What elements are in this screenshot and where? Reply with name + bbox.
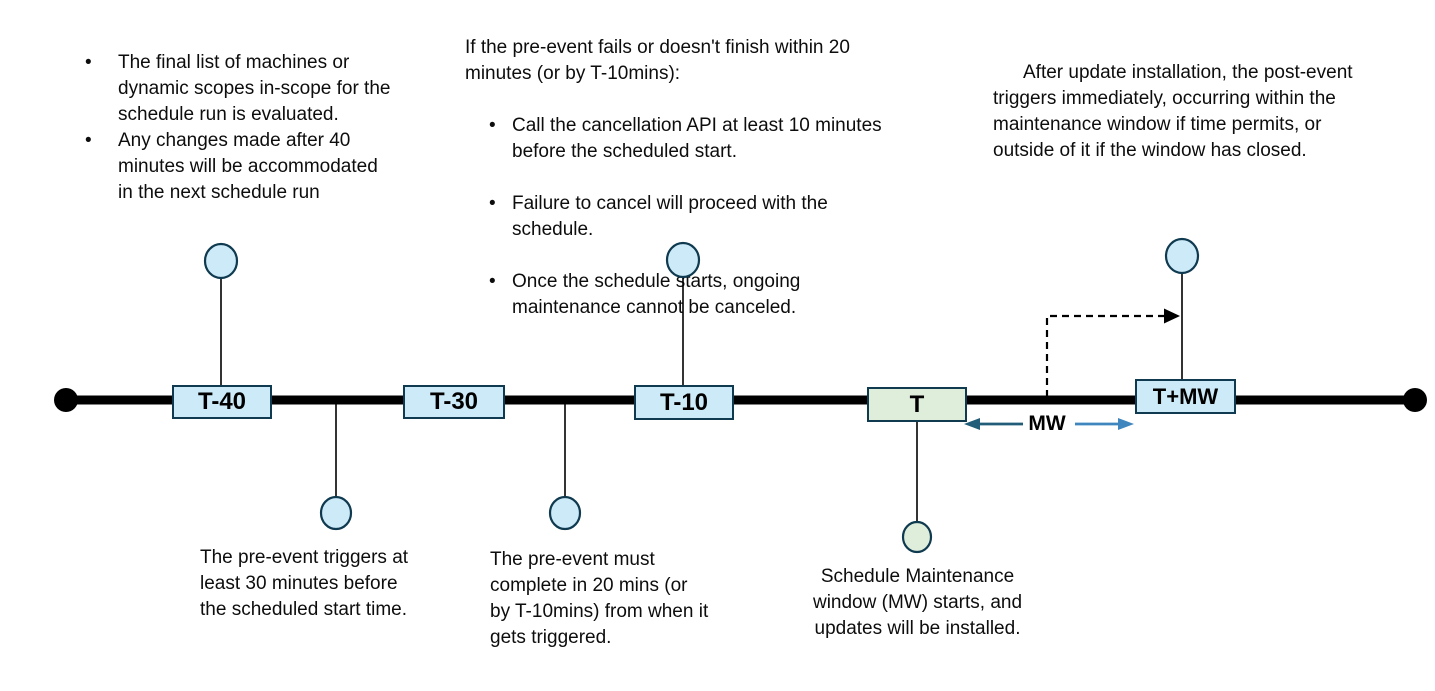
milestone-box-t: T xyxy=(867,387,967,422)
bullet-text: Once the schedule starts, ongoing mainte… xyxy=(512,271,801,318)
dashed-post-event-arrow xyxy=(1045,314,1166,397)
milestone-box-t10: T-10 xyxy=(634,385,734,420)
note-pre-event-trigger: The pre-event triggers at least 30 minut… xyxy=(200,547,409,620)
milestone-box-t30: T-30 xyxy=(403,385,505,419)
note-mw-start: Schedule Maintenance window (MW) starts,… xyxy=(812,566,1023,639)
bullet-marker: • xyxy=(489,271,496,292)
bullet-marker: • xyxy=(85,130,92,151)
bullet-item: • Call the cancellation API at least 10 … xyxy=(465,113,940,165)
bullet-text: Any changes made after 40 minutes will b… xyxy=(118,130,378,203)
event-circle-above-t10 xyxy=(665,241,701,279)
mw-label: MW xyxy=(1028,412,1066,435)
timeline-end-dot xyxy=(1403,388,1427,412)
bullet-text: Failure to cancel will proceed with the … xyxy=(512,193,828,240)
mw-arrow-left-head-icon xyxy=(964,418,980,430)
bullet-marker: • xyxy=(85,52,92,73)
dashed-arrowhead-icon xyxy=(1164,308,1180,324)
bullet-marker: • xyxy=(489,115,496,136)
event-circle-above-tmw xyxy=(1164,237,1200,275)
note-pre-event-complete: The pre-event must complete in 20 mins (… xyxy=(490,549,709,648)
bullet-item: • Failure to cancel will proceed with th… xyxy=(465,191,940,243)
note-pre-event-failure: If the pre-event fails or doesn't finish… xyxy=(465,9,940,347)
event-circle-preevent-trigger xyxy=(319,495,353,531)
note-pre-event-failure-intro: If the pre-event fails or doesn't finish… xyxy=(465,37,850,84)
note-post-event: After update installation, the post-even… xyxy=(993,62,1353,161)
timeline-start-dot xyxy=(54,388,78,412)
mw-arrow-right-head-icon xyxy=(1118,418,1134,430)
milestone-label: T+MW xyxy=(1152,383,1219,409)
event-circle-above-t40 xyxy=(203,242,239,280)
milestone-label: T-30 xyxy=(429,388,479,415)
bullet-text: Call the cancellation API at least 10 mi… xyxy=(512,115,882,162)
bullet-marker: • xyxy=(489,193,496,214)
bullet-item: • Any changes made after 40 minutes will… xyxy=(85,128,445,206)
note-scope-evaluation: • The final list of machines or dynamic … xyxy=(85,50,445,206)
milestone-box-tmw: T+MW xyxy=(1135,379,1236,414)
event-circle-mw-start xyxy=(901,520,933,554)
bullet-text: The final list of machines or dynamic sc… xyxy=(118,52,391,125)
bullet-item: • Once the schedule starts, ongoing main… xyxy=(465,269,940,321)
bullet-item: • The final list of machines or dynamic … xyxy=(85,50,445,128)
milestone-label: T-10 xyxy=(659,388,709,416)
event-circle-preevent-complete xyxy=(548,495,582,531)
milestone-label: T xyxy=(909,390,925,418)
milestone-label: T-40 xyxy=(197,388,247,415)
milestone-box-t40: T-40 xyxy=(172,385,272,419)
